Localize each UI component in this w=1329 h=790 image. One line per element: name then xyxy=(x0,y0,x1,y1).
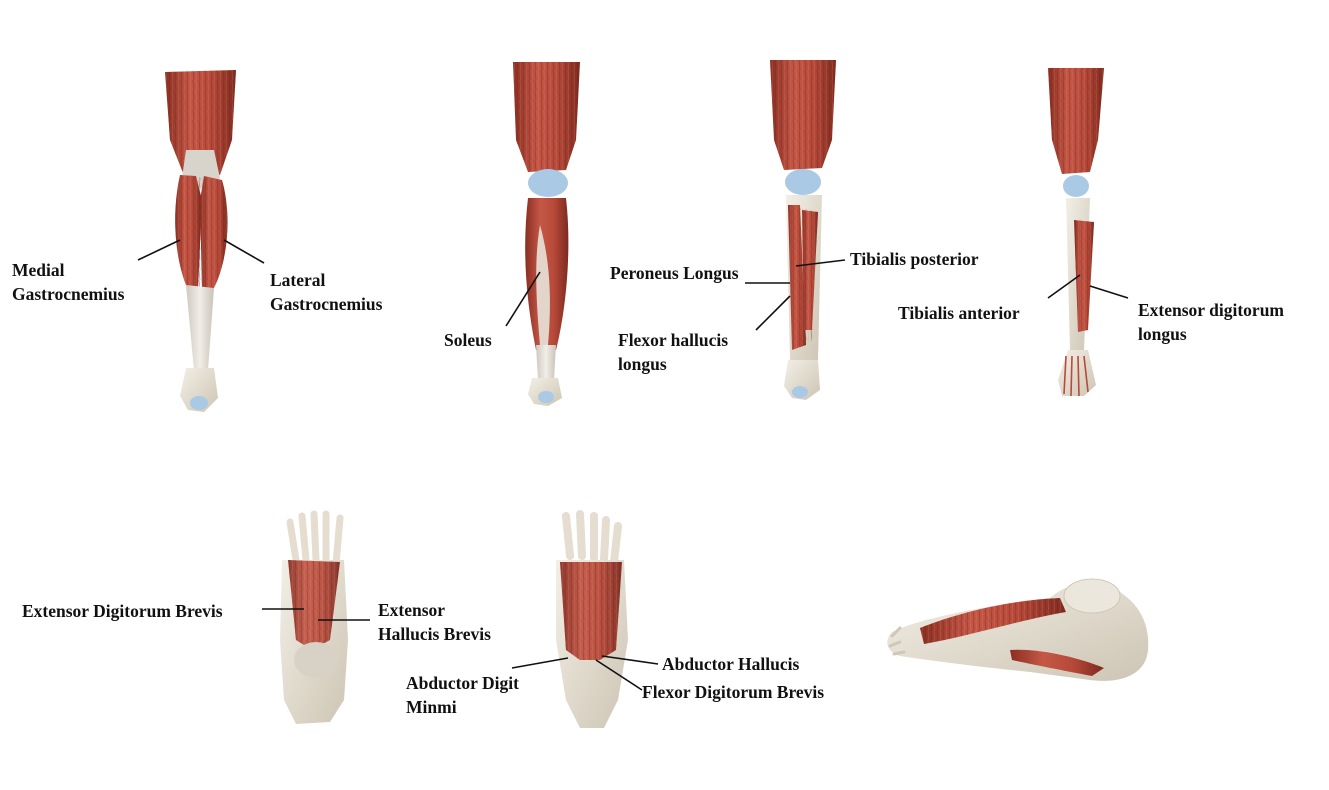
gastrocnemius-fibers xyxy=(175,175,227,288)
heel-cartilage xyxy=(538,391,554,403)
label-medial-gastrocnemius: Medial Gastrocnemius xyxy=(12,258,124,306)
thigh-fibers xyxy=(513,62,580,172)
heel-cartilage xyxy=(792,386,808,398)
lateral-foot xyxy=(887,579,1148,681)
leader-abductor-digit-minmi xyxy=(512,658,568,668)
heel-cartilage xyxy=(190,396,208,410)
leader-medial-gastrocnemius xyxy=(138,240,180,260)
label-peroneus-longus: Peroneus Longus xyxy=(610,261,739,285)
toe-bones xyxy=(566,514,618,562)
label-extensor-digitorum-longus: Extensor digitorum longus xyxy=(1138,298,1284,346)
label-extensor-digitorum-brevis: Extensor Digitorum Brevis xyxy=(22,599,223,623)
label-extensor-hallucis-brevis: Extensor Hallucis Brevis xyxy=(378,598,491,646)
label-abductor-hallucis: Abductor Hallucis xyxy=(662,652,799,676)
anterior-leg xyxy=(1048,68,1104,396)
label-flexor-hallucis-longus: Flexor hallucis longus xyxy=(618,328,728,376)
plantar-foot xyxy=(556,514,628,728)
posterior-leg-deep xyxy=(770,60,836,400)
posterior-leg-soleus xyxy=(513,62,580,406)
thigh-fibers xyxy=(1048,68,1104,174)
calcaneal-tendon xyxy=(186,285,214,370)
patella xyxy=(1063,175,1089,197)
plantar-fibers xyxy=(560,562,622,660)
label-soleus: Soleus xyxy=(444,328,492,352)
label-flexor-digitorum-brevis: Flexor Digitorum Brevis xyxy=(642,680,824,704)
label-tibialis-posterior: Tibialis posterior xyxy=(850,247,979,271)
leader-flexor-hallucis-longus xyxy=(756,296,790,330)
thigh-fibers xyxy=(770,60,836,170)
label-tibialis-anterior: Tibialis anterior xyxy=(898,301,1020,325)
leader-lateral-gastrocnemius xyxy=(224,240,264,263)
toe-bones xyxy=(290,514,340,564)
calcaneal-tendon xyxy=(536,345,556,380)
label-lateral-gastrocnemius: Lateral Gastrocnemius xyxy=(270,268,382,316)
knee-cartilage xyxy=(785,169,821,195)
label-abductor-digit-minmi: Abductor Digit Minmi xyxy=(406,671,519,719)
talus-dome xyxy=(1064,579,1120,613)
leader-extensor-digitorum-longus xyxy=(1090,286,1128,298)
talus-cartilage xyxy=(294,642,338,678)
dorsal-foot xyxy=(280,514,348,724)
knee-cartilage xyxy=(528,169,568,197)
